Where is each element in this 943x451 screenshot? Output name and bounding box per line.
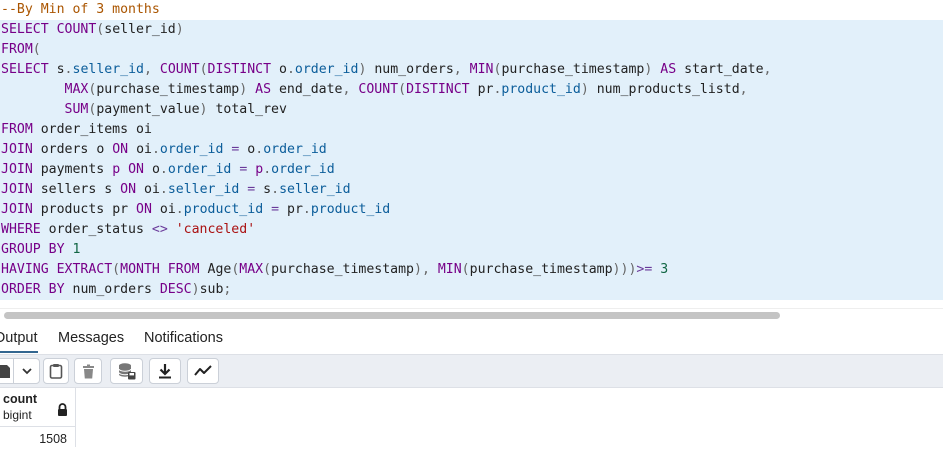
tab-notifications[interactable]: Notifications <box>144 330 223 346</box>
graph-visualiser-button[interactable] <box>187 358 219 384</box>
code-line[interactable]: ORDER BY num_orders DESC)sub; <box>0 280 943 300</box>
download-button[interactable] <box>149 358 181 384</box>
code-line[interactable]: GROUP BY 1 <box>0 240 943 260</box>
horizontal-scrollbar[interactable] <box>0 308 943 323</box>
code-line[interactable]: SUM(payment_value) total_rev <box>0 100 943 120</box>
code-line[interactable]: --By Min of 3 months <box>1 2 160 17</box>
tab-output[interactable]: Output <box>0 323 38 353</box>
chevron-down-icon[interactable] <box>21 366 33 376</box>
scrollbar-thumb[interactable] <box>4 312 780 319</box>
code-line[interactable]: HAVING EXTRACT(MONTH FROM Age(MAX(purcha… <box>0 260 943 280</box>
delete-button[interactable] <box>74 358 102 384</box>
copy-split-button[interactable] <box>0 358 40 384</box>
save-data-button[interactable] <box>110 358 143 384</box>
code-line[interactable]: SELECT COUNT(seller_id) <box>0 20 943 40</box>
code-line[interactable]: JOIN payments p ON o.order_id = p.order_… <box>0 160 943 180</box>
code-line[interactable]: WHERE order_status <> 'canceled' <box>0 220 943 240</box>
column-header[interactable]: count bigint <box>0 388 76 427</box>
code-line[interactable]: JOIN sellers s ON oi.seller_id = s.selle… <box>0 180 943 200</box>
save-data-icon <box>118 362 136 380</box>
copy-icon[interactable] <box>0 364 11 380</box>
download-icon <box>158 363 172 379</box>
paste-button[interactable] <box>43 358 69 384</box>
delete-icon <box>82 364 95 379</box>
lock-icon <box>57 401 68 420</box>
code-line[interactable]: JOIN products pr ON oi.product_id = pr.p… <box>0 200 943 220</box>
table-cell[interactable]: 1508 <box>0 427 76 447</box>
column-name: count <box>3 392 38 406</box>
code-line[interactable]: FROM( <box>0 40 943 60</box>
code-line[interactable]: JOIN orders o ON oi.order_id = o.order_i… <box>0 140 943 160</box>
paste-icon <box>49 363 63 379</box>
code-line[interactable]: SELECT s.seller_id, COUNT(DISTINCT o.ord… <box>0 60 943 80</box>
results-toolbar <box>0 355 943 388</box>
column-type: bigint <box>3 408 32 422</box>
result-tabs: Output Messages Notifications <box>0 323 943 355</box>
tab-messages[interactable]: Messages <box>58 330 125 346</box>
code-line[interactable]: FROM order_items oi <box>0 120 943 140</box>
data-grid: count bigint 1508 <box>0 388 943 447</box>
code-line[interactable]: MAX(purchase_timestamp) AS end_date, COU… <box>0 80 943 100</box>
graph-icon <box>194 365 212 377</box>
